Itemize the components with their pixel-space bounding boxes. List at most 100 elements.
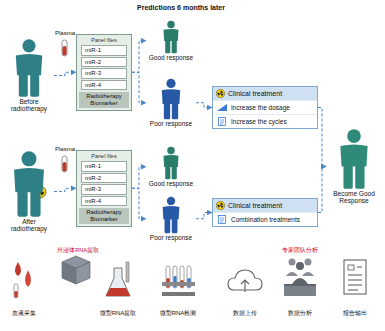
- person-figure: [4, 38, 54, 98]
- svg-shape: [219, 92, 223, 96]
- flask-icon: [106, 262, 130, 296]
- treatment-title: Clinical treatment: [228, 202, 282, 209]
- svg-shape: [167, 147, 174, 154]
- panel-heading: Panel files: [79, 153, 129, 159]
- person-node: Poor response: [146, 78, 196, 127]
- panel-heading: Panel files: [79, 37, 129, 43]
- option-label: Combination treatments: [231, 216, 300, 223]
- treatment-header: Clinical treatment: [213, 199, 317, 212]
- person-figure: [4, 150, 54, 218]
- person-node: Good response: [146, 20, 196, 61]
- treatment-header: Clinical treatment: [213, 87, 317, 100]
- svg-shape: [167, 197, 175, 205]
- svg-shape: [16, 54, 42, 75]
- treatment-box: Clinical treatmentIncrease the dosageInc…: [212, 86, 318, 129]
- panel-footer: Radiotherapy Biomarker: [79, 92, 129, 107]
- mirna-row: miR-4: [81, 196, 127, 207]
- biomarker-panel: Panel files miR-1 miR-2 miR-3 miR-4Radiother…: [76, 34, 132, 111]
- mirna-row: miR-1: [81, 161, 127, 172]
- dashed-arrow: [132, 188, 146, 218]
- dashed-arrow: [318, 166, 326, 212]
- caption-label: 微型RNA提取: [88, 310, 148, 317]
- person-label: After radiotherapy: [4, 218, 54, 233]
- dashed-arrow: [196, 103, 212, 108]
- svg-shape: [172, 40, 177, 53]
- option-label: Increase the cycles: [231, 118, 287, 125]
- dashed-arrow: [132, 167, 146, 189]
- mirna-label: miR-3: [85, 70, 123, 77]
- caption-label: Plasma: [50, 146, 80, 153]
- section-heading: Predictions 6 months later: [136, 4, 226, 12]
- plasma-tube: [62, 156, 67, 172]
- person-label: Good response: [146, 180, 196, 187]
- svg-shape: [355, 165, 364, 189]
- plasma-tube: [62, 40, 67, 56]
- mirna-row: miR-4: [81, 80, 127, 91]
- mirna-row: miR-1: [81, 45, 127, 56]
- svg-shape: [219, 204, 223, 208]
- svg-shape: [163, 206, 180, 219]
- person-label: Become Good Response: [326, 190, 382, 205]
- svg-shape: [220, 218, 224, 222]
- svg-shape: [165, 219, 171, 233]
- dashed-arrow: [132, 41, 146, 73]
- mirna-label: miR-1: [85, 163, 123, 170]
- doc-icon: [217, 215, 227, 224]
- expert-team-icon: [284, 259, 316, 297]
- mirna-label: miR-1: [85, 47, 123, 54]
- treatment-box: Clinical treatmentCombination treatments: [212, 198, 318, 227]
- cloud-upload-icon: [228, 270, 262, 292]
- caption-label: 微型RNA检测: [148, 310, 208, 317]
- person-figure: [326, 128, 382, 190]
- person-label: Good response: [146, 54, 196, 61]
- mirna-row: miR-2: [81, 57, 127, 68]
- mirna-label: miR-2: [85, 175, 123, 182]
- person-label: Before radiotherapy: [4, 98, 54, 113]
- svg-shape: [340, 144, 367, 166]
- mirna-row: miR-3: [81, 184, 127, 195]
- person-figure: [146, 196, 196, 234]
- treatment-option: Increase the dosage: [213, 100, 317, 114]
- svg-shape: [172, 219, 178, 233]
- person-node: Before radiotherapy: [4, 38, 54, 113]
- svg-shape: [22, 39, 35, 52]
- test-tube-rack-icon: [162, 266, 195, 296]
- doc-icon: [217, 117, 227, 126]
- svg-shape: [167, 21, 174, 28]
- mirna-label: miR-4: [85, 82, 123, 89]
- dashed-arrow: [132, 72, 146, 102]
- caption-label: 血液采集: [0, 310, 48, 317]
- svg-shape: [164, 29, 179, 41]
- option-label: Increase the dosage: [231, 104, 290, 111]
- person-label: Poor response: [146, 234, 196, 241]
- caption-label: 数据分析: [270, 310, 330, 317]
- svg-shape: [22, 151, 37, 166]
- treatment-title: Clinical treatment: [228, 90, 282, 97]
- person-figure: [146, 146, 196, 180]
- dashed-arrow: [196, 213, 212, 219]
- caption-label: 数据上传: [215, 310, 275, 317]
- svg-shape: [165, 40, 170, 53]
- caption-label: Plasma: [50, 30, 80, 37]
- svg-shape: [216, 89, 224, 97]
- dashed-arrow: [54, 72, 76, 75]
- svg-shape: [30, 191, 40, 217]
- svg-shape: [19, 74, 28, 97]
- treatment-option: Increase the cycles: [213, 114, 317, 128]
- caption-label: 报告输出: [330, 310, 380, 317]
- svg-shape: [220, 93, 221, 94]
- radiation-symbol: [216, 89, 225, 98]
- svg-shape: [219, 118, 226, 126]
- mirna-row: miR-3: [81, 68, 127, 79]
- biomarker-panel: Panel files miR-1 miR-2 miR-3miR-4Radiother…: [76, 150, 132, 227]
- panel-rows: miR-1 miR-2 miR-3 miR-4: [79, 45, 129, 90]
- caption-label: 专家团队分析: [270, 247, 330, 253]
- panel-footer: Radiotherapy Biomarker: [79, 208, 129, 223]
- svg-shape: [17, 191, 27, 217]
- svg-shape: [217, 104, 227, 111]
- svg-shape: [165, 166, 170, 179]
- mirna-label: miR-2: [85, 59, 123, 66]
- dashed-arrow: [318, 108, 326, 167]
